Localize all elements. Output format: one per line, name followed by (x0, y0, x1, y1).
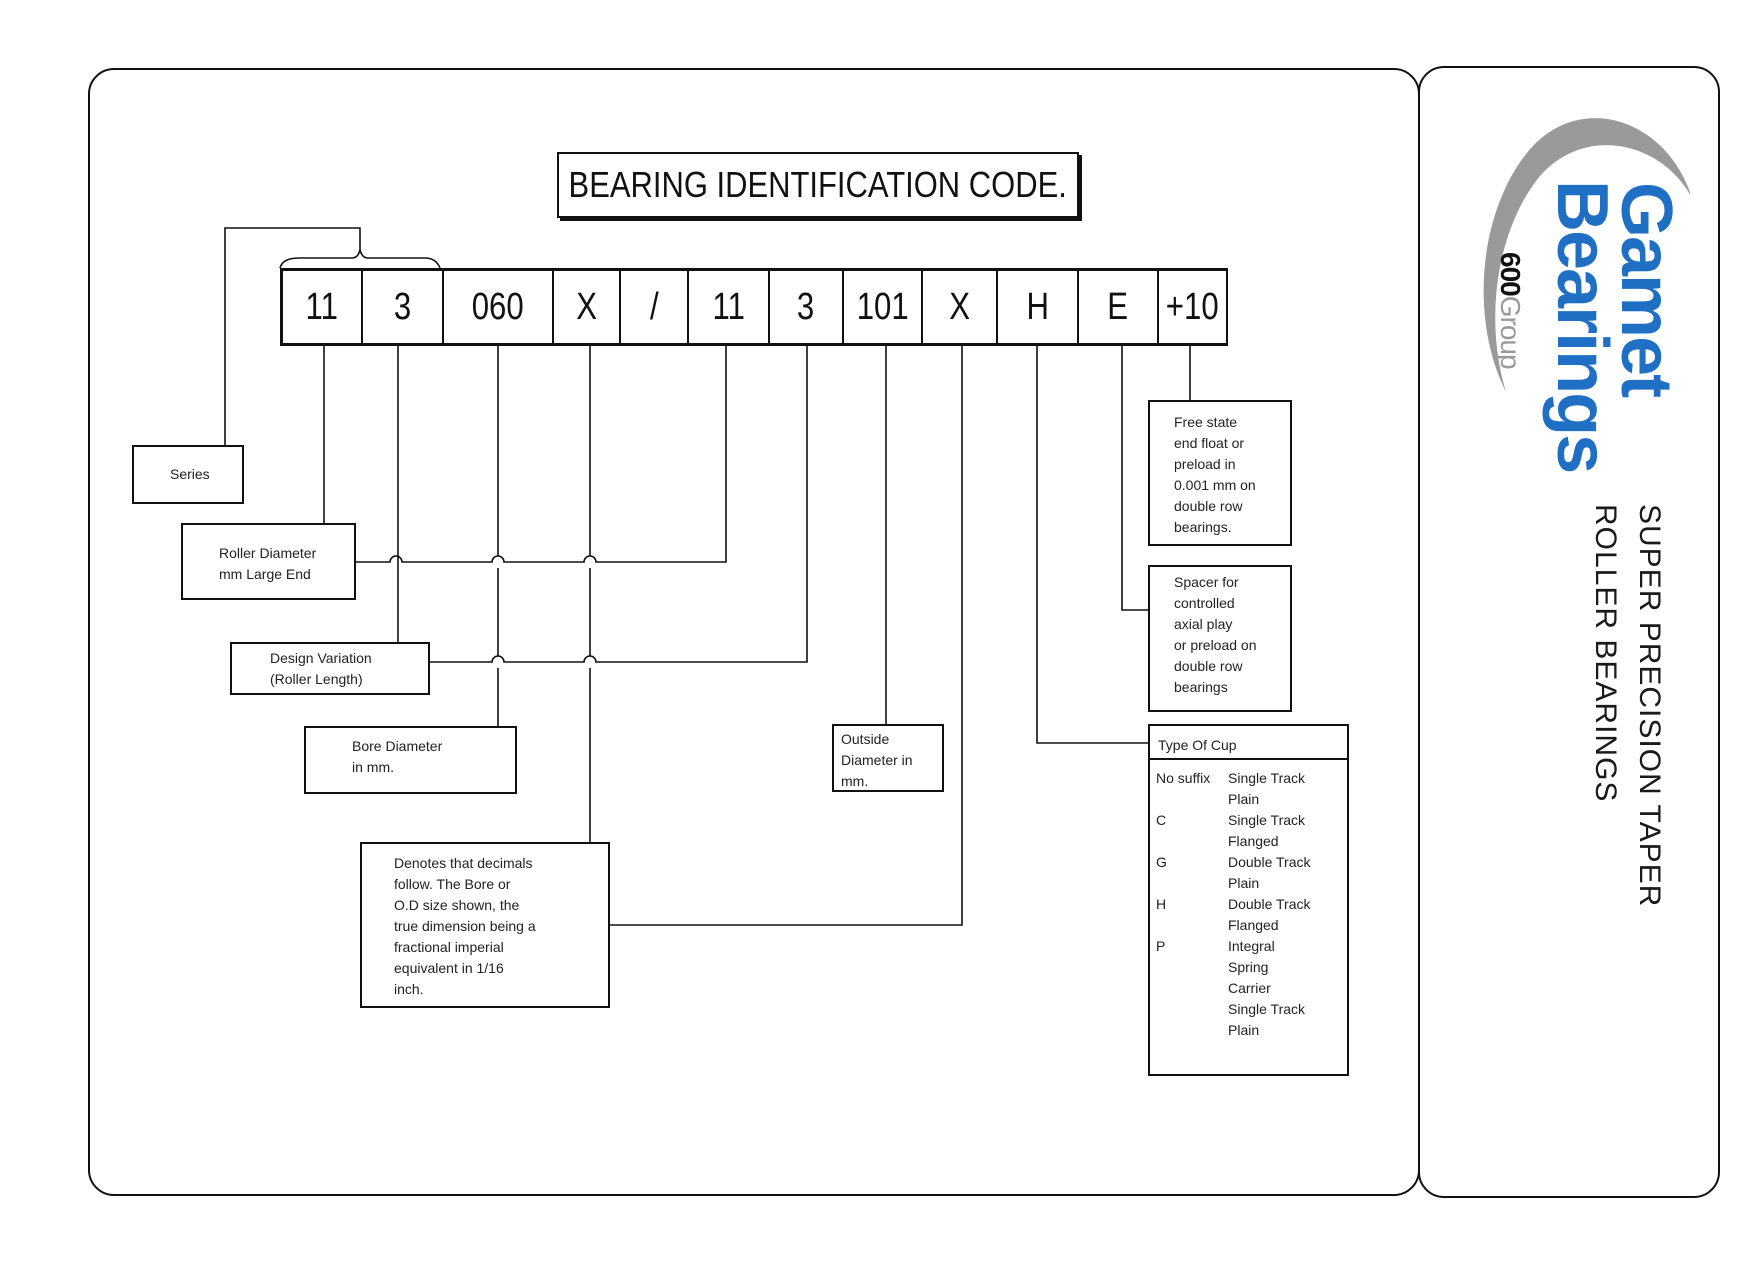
free-state-label: Free state end float or preload in 0.001… (1174, 414, 1256, 535)
cup-type-row: No suffix Single Track Plain (1156, 768, 1347, 810)
logo-group: 600Group (1495, 252, 1526, 369)
code-cell-spacer: E (1079, 271, 1159, 343)
decimals-label: Denotes that decimals follow. The Bore o… (394, 855, 536, 997)
outside-diameter-label: Outside Diameter in mm. (841, 731, 913, 789)
roller-diameter-join (355, 346, 727, 563)
cup-type-description: Single Track Flanged (1228, 812, 1306, 849)
decimals-join (610, 346, 963, 926)
decimals-box: Denotes that decimals follow. The Bore o… (360, 842, 610, 1008)
spacer-label: Spacer for controlled axial play or prel… (1174, 574, 1257, 695)
series-label: Series (170, 466, 210, 482)
type-of-cup-heading: Type Of Cup (1150, 726, 1347, 760)
series-connector (224, 227, 361, 445)
code-cell-roller-diameter: 11 (689, 271, 770, 343)
code-row: 11 3 060 X / 11 3 101 X H E +10 (280, 268, 1228, 346)
series-label-box: Series (132, 445, 244, 504)
code-cell-series-b: 3 (363, 271, 444, 343)
spacer-connector (1121, 346, 1148, 611)
cup-type-description: Single Track Plain (1228, 770, 1306, 807)
roller-diameter-label: Roller Diameter mm Large End (219, 545, 317, 582)
spacer-box: Spacer for controlled axial play or prel… (1148, 565, 1292, 712)
code-cell-preload: +10 (1166, 286, 1219, 328)
cup-type-code: No suffix (1156, 770, 1211, 786)
diagram-title: BEARING IDENTIFICATION CODE. (557, 152, 1079, 218)
cup-type-row: G Double Track Plain (1156, 852, 1347, 894)
cup-type-row: H Double Track Flanged (1156, 894, 1347, 936)
cup-type-description: Double Track Plain (1228, 854, 1311, 891)
logo-group-word: Group (1495, 295, 1526, 369)
logo-word-gamet: Gamet (1606, 182, 1686, 397)
cup-type-code: H (1156, 896, 1167, 912)
company-logo: Gamet Bearings 600Group (1448, 80, 1690, 480)
cup-type-code: C (1156, 812, 1167, 828)
bore-diameter-box: Bore Diameter in mm. (304, 726, 517, 794)
code-cell-series-a: 11 (283, 271, 363, 343)
outside-diameter-box: Outside Diameter in mm. (832, 724, 944, 792)
cup-type-description: Integral Spring Carrier Single Track Pla… (1228, 938, 1306, 1038)
cup-type-code: G (1156, 854, 1167, 870)
logo-word-bearings: Bearings (1542, 180, 1622, 473)
code-cell-design-variation: 3 (770, 271, 844, 343)
bore-diameter-label: Bore Diameter in mm. (352, 738, 443, 775)
roller-diameter-box: Roller Diameter mm Large End (181, 523, 356, 600)
cup-type-row: P Integral Spring Carrier Single Track Pl… (1156, 936, 1347, 1041)
series-brace (279, 249, 441, 269)
code-cell-cup-type: H (998, 271, 1079, 343)
code-cell-decimal-od: X (923, 271, 998, 343)
side-panel (1418, 66, 1720, 1198)
cup-type-description: Double Track Flanged (1228, 896, 1311, 933)
side-title-line2: ROLLER BEARINGS (1589, 504, 1622, 803)
code-cell-outside-diameter: 101 (844, 271, 923, 343)
logo-group-number: 600 (1495, 252, 1526, 296)
code-cell-bore: 060 (444, 271, 554, 343)
design-variation-box: Design Variation (Roller Length) (230, 642, 430, 695)
cup-type-code: P (1156, 938, 1166, 954)
design-variation-join (430, 346, 808, 663)
free-state-box: Free state end float or preload in 0.001… (1148, 400, 1292, 546)
side-title-line1: SUPER PRECISION TAPER (1633, 504, 1666, 908)
code-cell-decimal-bore: X (554, 271, 621, 343)
type-of-cup-connector (1036, 346, 1148, 744)
code-cell-slash: / (621, 271, 689, 343)
cup-type-row: C Single Track Flanged (1156, 810, 1347, 852)
design-variation-label: Design Variation (Roller Length) (270, 650, 372, 687)
